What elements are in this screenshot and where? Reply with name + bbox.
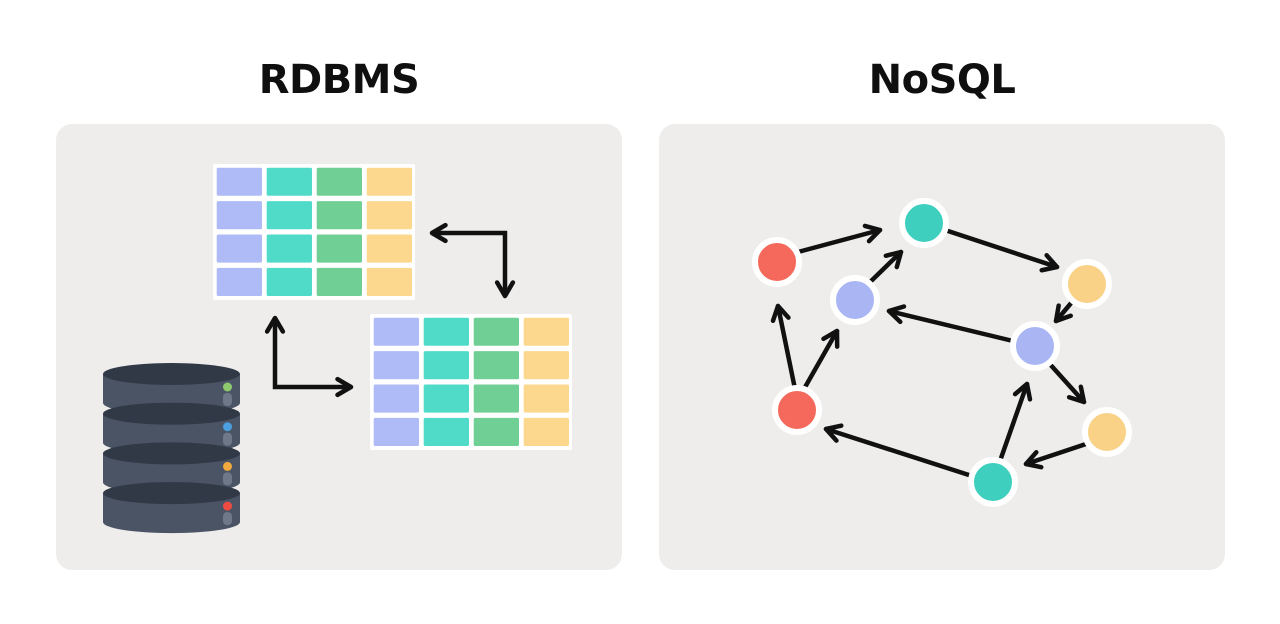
rdbms-title: RDBMS <box>258 57 420 103</box>
nosql-panel <box>659 124 1225 570</box>
nosql-title: NoSQL <box>868 57 1016 103</box>
rdbms-panel <box>56 124 622 570</box>
